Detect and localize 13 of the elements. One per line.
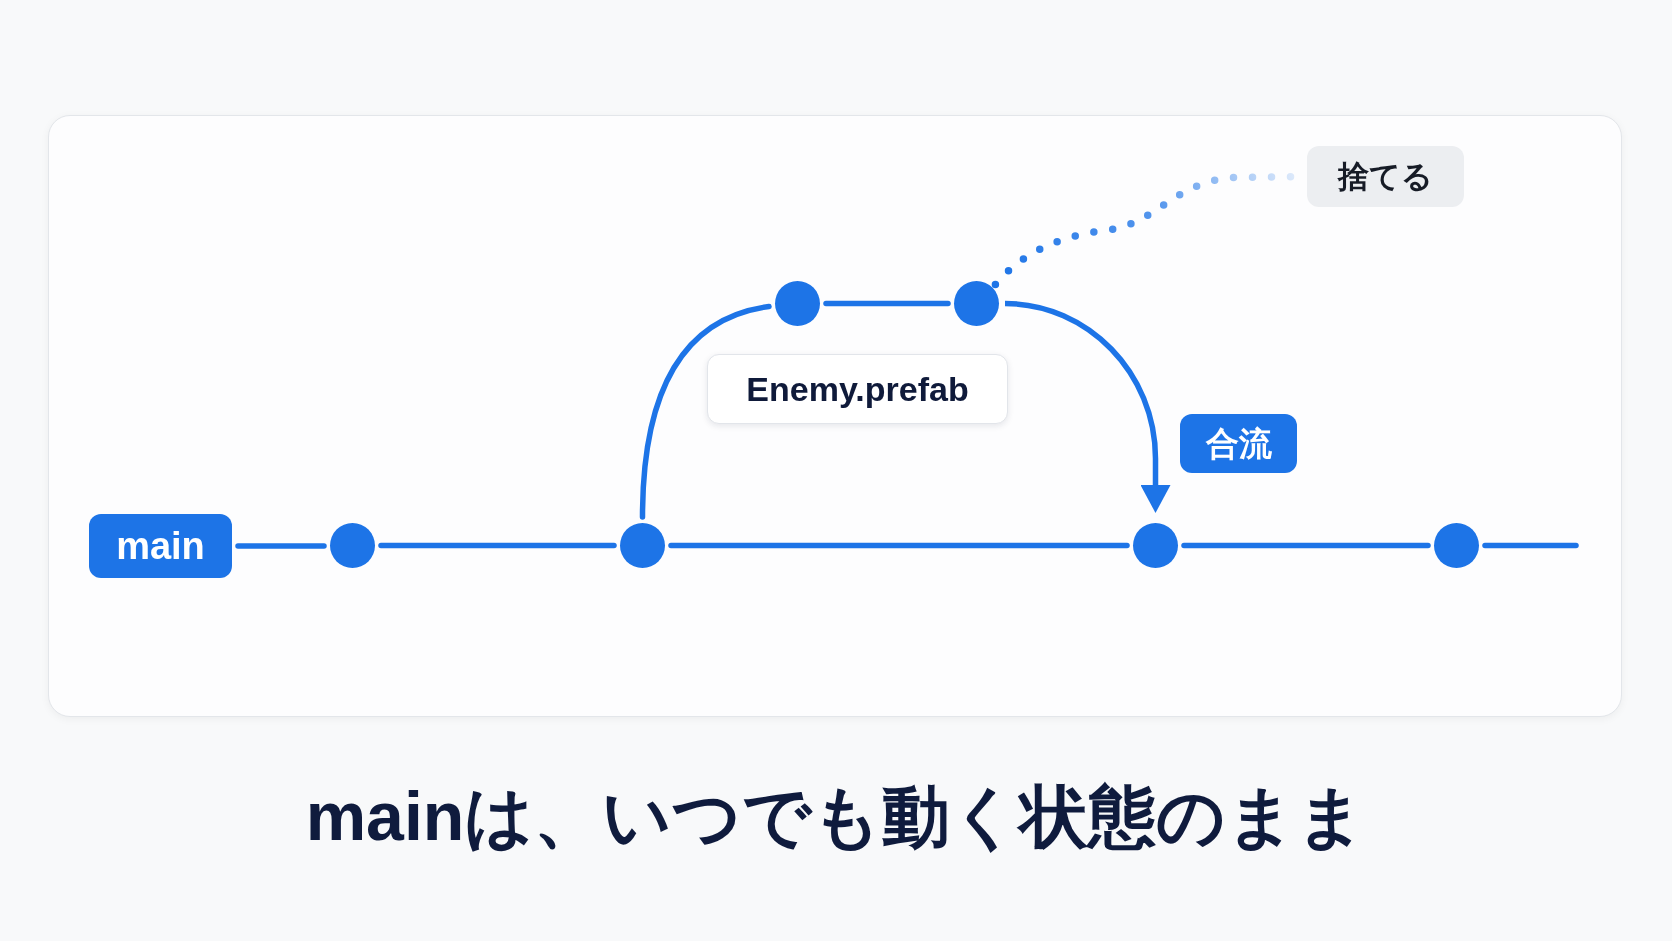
- caption: mainは、いつでも動く状態のまま: [305, 777, 1367, 856]
- branch-label: main: [89, 514, 232, 578]
- merge-label: 合流: [1180, 414, 1297, 473]
- branch-line: [1482, 542, 1579, 549]
- file-label: Enemy.prefab: [707, 354, 1008, 424]
- discard-label: 捨てる: [1307, 146, 1464, 207]
- branch-line: [668, 542, 1130, 549]
- branch-line: [1181, 542, 1431, 549]
- branch-line: [639, 303, 772, 520]
- branch-line: [235, 543, 327, 549]
- arrow: [1004, 300, 1171, 513]
- branch-line: [378, 542, 617, 549]
- branch-line: [823, 300, 951, 307]
